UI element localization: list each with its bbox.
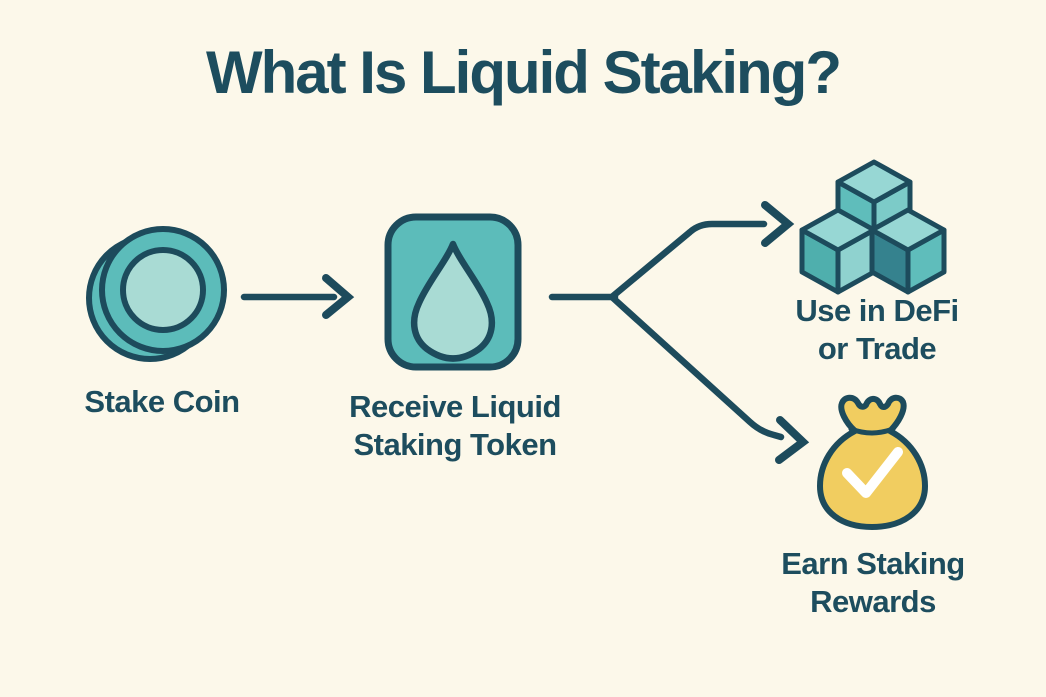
stake-coin-label: Stake Coin	[37, 383, 287, 421]
label-line: Rewards	[810, 584, 936, 619]
droplet-token-icon	[384, 213, 522, 371]
cubes-icon	[799, 159, 947, 295]
coin-icon	[86, 226, 227, 362]
branch-arrow-defi	[548, 201, 795, 301]
label-line: Use in DeFi	[795, 293, 959, 328]
label-line: Staking Token	[353, 427, 557, 462]
branch-arrow-rewards	[609, 294, 810, 464]
money-bag-icon	[817, 394, 928, 530]
check-icon	[842, 447, 903, 498]
receive-token-label: Receive Liquid Staking Token	[305, 388, 605, 464]
label-line: Stake Coin	[84, 384, 240, 419]
label-line: or Trade	[817, 331, 937, 366]
use-defi-label: Use in DeFi or Trade	[752, 292, 1002, 368]
page-title: What Is Liquid Staking?	[206, 39, 842, 106]
arrow-stake-to-token	[240, 274, 355, 319]
label-line: Receive Liquid	[349, 389, 561, 424]
label-line: Earn Staking	[781, 546, 965, 581]
earn-rewards-label: Earn Staking Rewards	[748, 545, 998, 621]
